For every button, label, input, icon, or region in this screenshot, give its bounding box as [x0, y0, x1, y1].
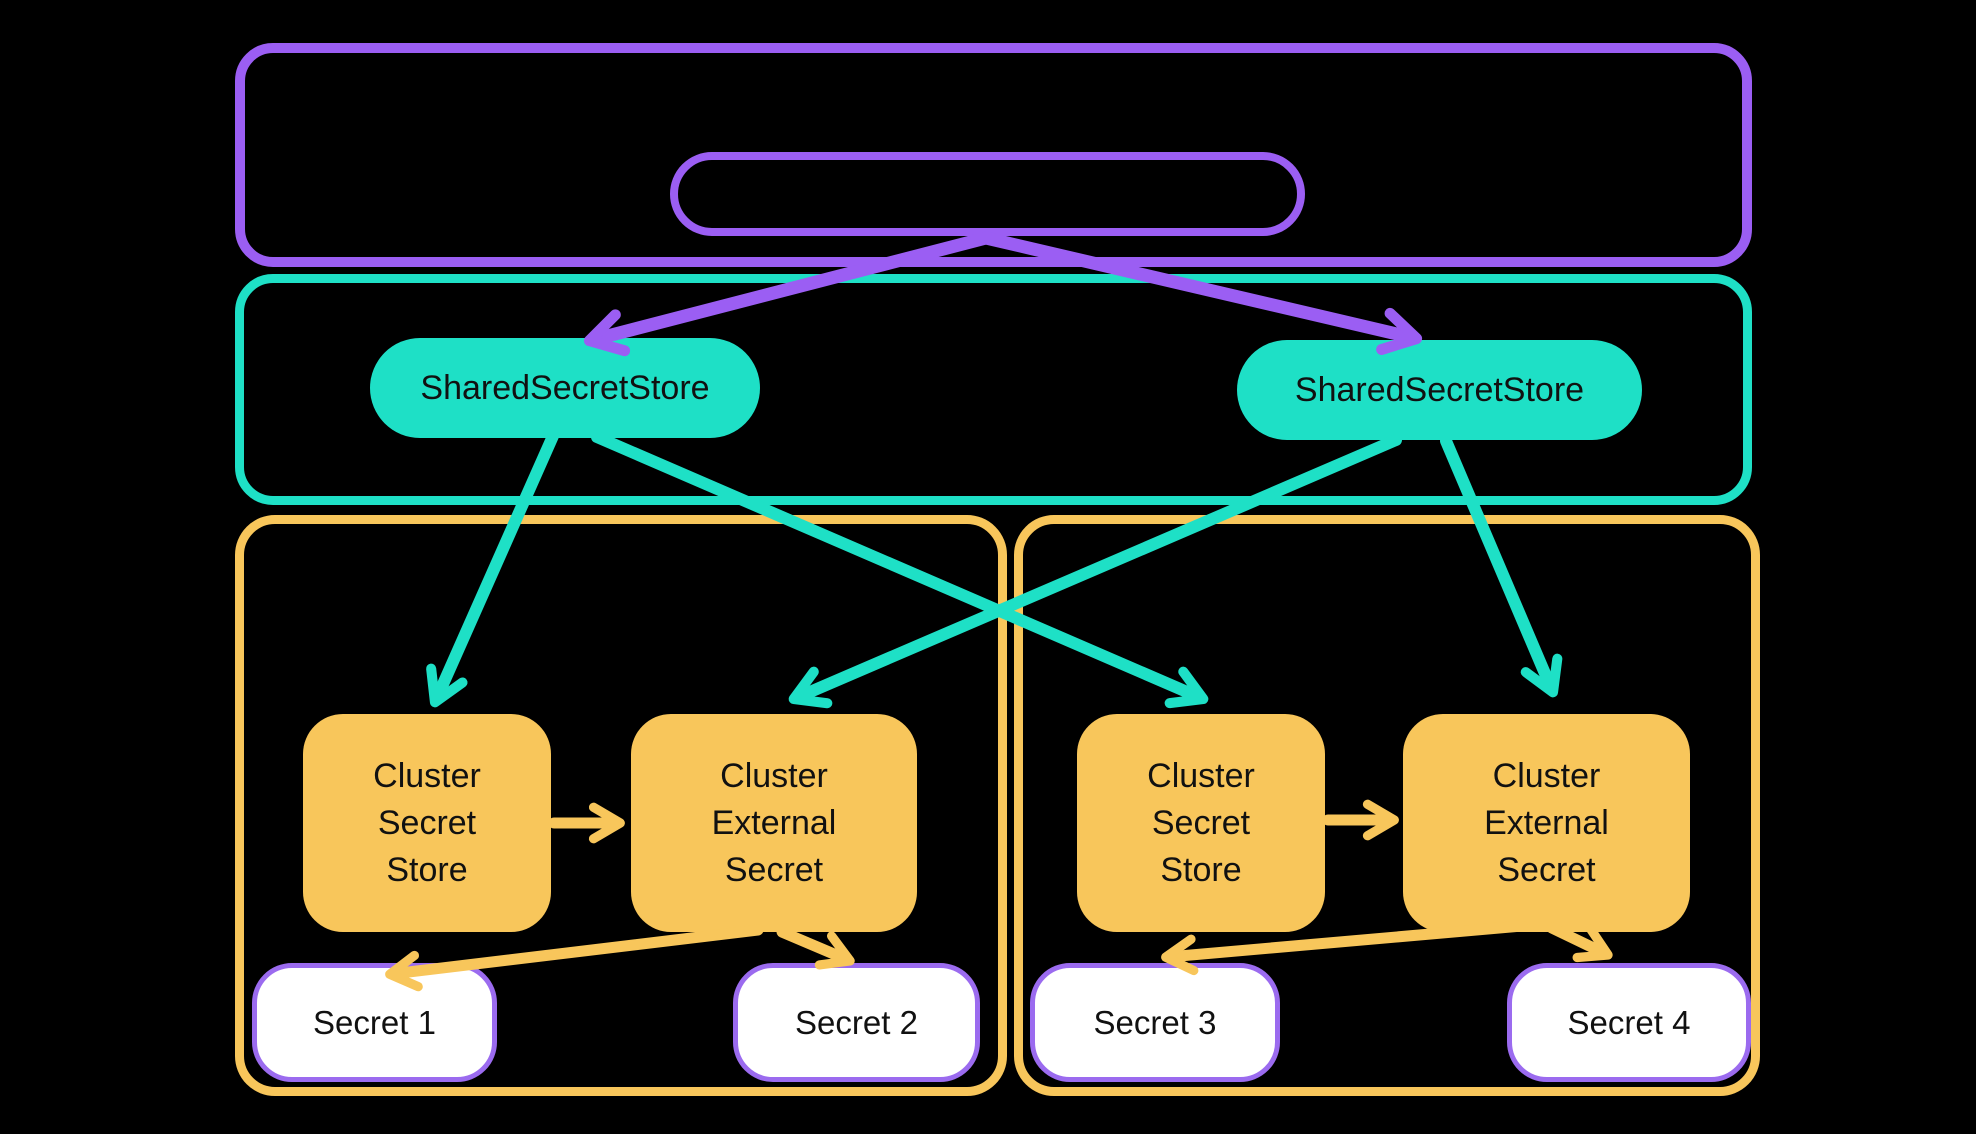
cluster-secret-store-left-node: Cluster Secret Store — [303, 714, 551, 932]
secret-4-node: Secret 4 — [1507, 963, 1751, 1082]
secret-2-label: Secret 2 — [795, 1003, 918, 1041]
shared-secret-store-right-label: SharedSecretStore — [1294, 370, 1585, 409]
cluster-secret-store-left-label: Cluster Secret Store — [373, 756, 481, 889]
cluster-external-secret-right-node: Cluster External Secret — [1403, 714, 1690, 932]
secret-3-label: Secret 3 — [1093, 1003, 1217, 1041]
cluster-external-secret-left-label: Cluster External Secret — [711, 756, 837, 889]
cluster-secret-store-right-node: Cluster Secret Store — [1077, 714, 1325, 932]
shared-secret-store-right-node: SharedSecretStore — [1237, 340, 1642, 440]
cluster-external-secret-left-node: Cluster External Secret — [631, 714, 917, 932]
cluster-secret-store-right-label: Cluster Secret Store — [1147, 756, 1255, 889]
secret-3-node: Secret 3 — [1030, 963, 1280, 1082]
top-pill — [670, 152, 1305, 236]
secret-1-label: Secret 1 — [313, 1003, 436, 1041]
secret-2-node: Secret 2 — [733, 963, 980, 1082]
shared-secret-store-left-node: SharedSecretStore — [370, 338, 760, 438]
shared-secret-store-left-label: SharedSecretStore — [420, 368, 710, 407]
secret-1-node: Secret 1 — [252, 963, 497, 1082]
secret-4-label: Secret 4 — [1567, 1003, 1691, 1041]
cluster-external-secret-right-label: Cluster External Secret — [1484, 756, 1609, 889]
